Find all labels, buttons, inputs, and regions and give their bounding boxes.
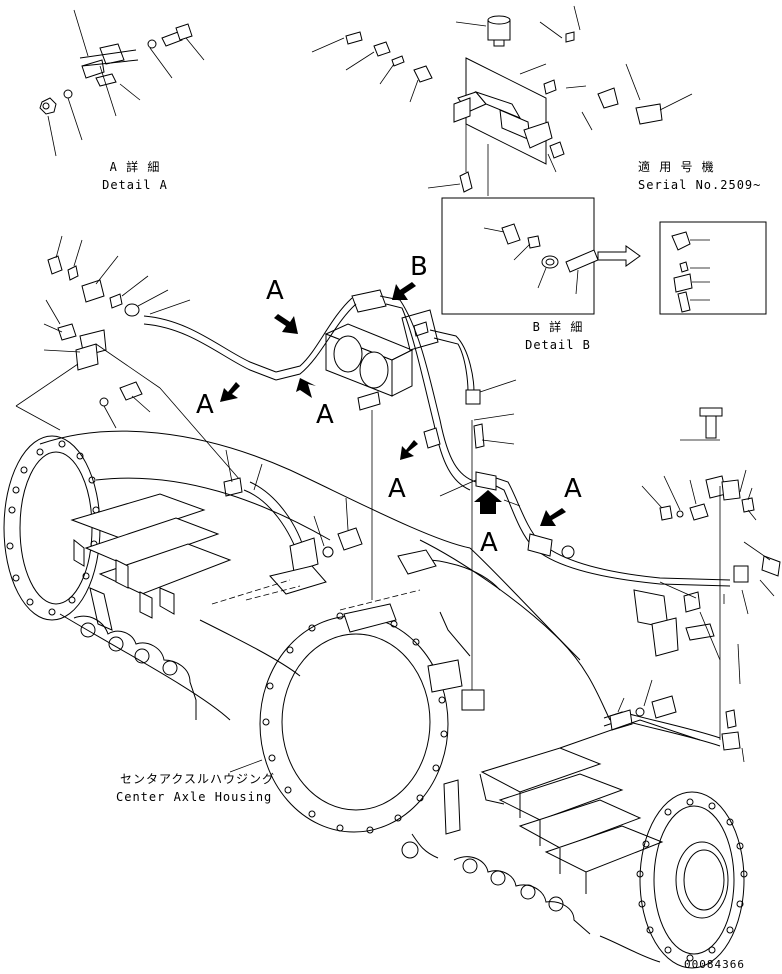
- left-flange-bolts: [6, 440, 100, 616]
- washer: [63, 89, 73, 99]
- axle-housing: [3, 430, 748, 969]
- elbow: [761, 555, 781, 577]
- arrow-a4: [400, 440, 418, 460]
- rib-2: [84, 517, 220, 567]
- right-fittings: [633, 407, 781, 763]
- bolt-head: [175, 23, 193, 41]
- serial-number: Serial No.2509~: [638, 178, 762, 192]
- bolt: [337, 527, 363, 551]
- left-flange: [3, 435, 101, 621]
- arrow-a3: [296, 378, 316, 398]
- clip-foot: [95, 73, 117, 87]
- detail-b-group: [311, 5, 693, 196]
- rib-7: [544, 825, 664, 873]
- direction-arrows: [220, 282, 566, 526]
- nut: [373, 41, 391, 57]
- bolt: [119, 381, 143, 401]
- sleeve: [391, 55, 405, 67]
- detail-a-title-en: Detail A: [102, 178, 168, 192]
- valve-base: [357, 391, 381, 411]
- nut: [47, 255, 63, 275]
- center-bowl-flange: [259, 615, 449, 833]
- arrow-a1: [274, 314, 298, 334]
- slot: [443, 779, 461, 835]
- arrow-a5: [474, 490, 502, 514]
- valve-assembly: [275, 289, 731, 711]
- tee-fitting: [81, 279, 105, 303]
- view-letter-a4: A: [388, 474, 406, 504]
- bolt: [651, 695, 677, 719]
- housing-label-jp: センタアクスルハウジング: [120, 772, 276, 786]
- serial-title-jp: 適 用 号 機: [638, 160, 715, 174]
- housing-leader: [229, 759, 263, 773]
- detail-a-group: [39, 9, 205, 157]
- bolt-shank: [161, 31, 183, 47]
- washer: [147, 39, 157, 49]
- detail-b-title-jp: B 詳 細: [532, 320, 584, 334]
- small-plug: [565, 31, 575, 43]
- bleeder: [459, 171, 473, 193]
- rib-4: [480, 747, 602, 793]
- window: [427, 659, 463, 693]
- arrow-a2: [220, 382, 240, 402]
- detail-a-title-jp: A 詳 細: [109, 160, 161, 174]
- view-letter-a5: A: [480, 528, 498, 558]
- rib-6: [518, 799, 642, 849]
- left-lower-clip: [223, 449, 363, 573]
- serial-arrow: [597, 245, 641, 267]
- arrow-b: [392, 282, 416, 300]
- detail-b-title-en: Detail B: [525, 338, 591, 352]
- lower-right-clip: [603, 679, 721, 747]
- view-letter-a2: A: [196, 390, 214, 420]
- figure-number: 00084366: [684, 958, 745, 971]
- rib-5: [498, 773, 624, 821]
- fitting: [549, 141, 565, 159]
- elbow-fitting: [413, 65, 433, 83]
- detail-b-inset: [441, 197, 599, 315]
- right-flange-bolts: [636, 798, 748, 962]
- clip: [289, 537, 319, 573]
- view-letter-a1: A: [266, 276, 284, 306]
- serial-box: [659, 221, 767, 315]
- left-fittings: [15, 235, 277, 481]
- tee-junction: [475, 471, 497, 491]
- elbow: [597, 87, 619, 109]
- clip-bracket: [99, 43, 125, 65]
- housing-label-en: Center Axle Housing: [116, 790, 273, 804]
- view-letter-b: B: [410, 252, 428, 282]
- arrow-a6: [540, 508, 566, 526]
- view-letter-a3: A: [316, 400, 334, 430]
- pin: [345, 31, 363, 45]
- view-letter-a6: A: [564, 474, 582, 504]
- plug: [543, 79, 557, 95]
- valve-port-block: [523, 121, 553, 149]
- hose-fitting: [635, 103, 663, 125]
- right-flange: [639, 791, 745, 969]
- valve-top: [351, 289, 387, 313]
- rib-1: [70, 493, 206, 539]
